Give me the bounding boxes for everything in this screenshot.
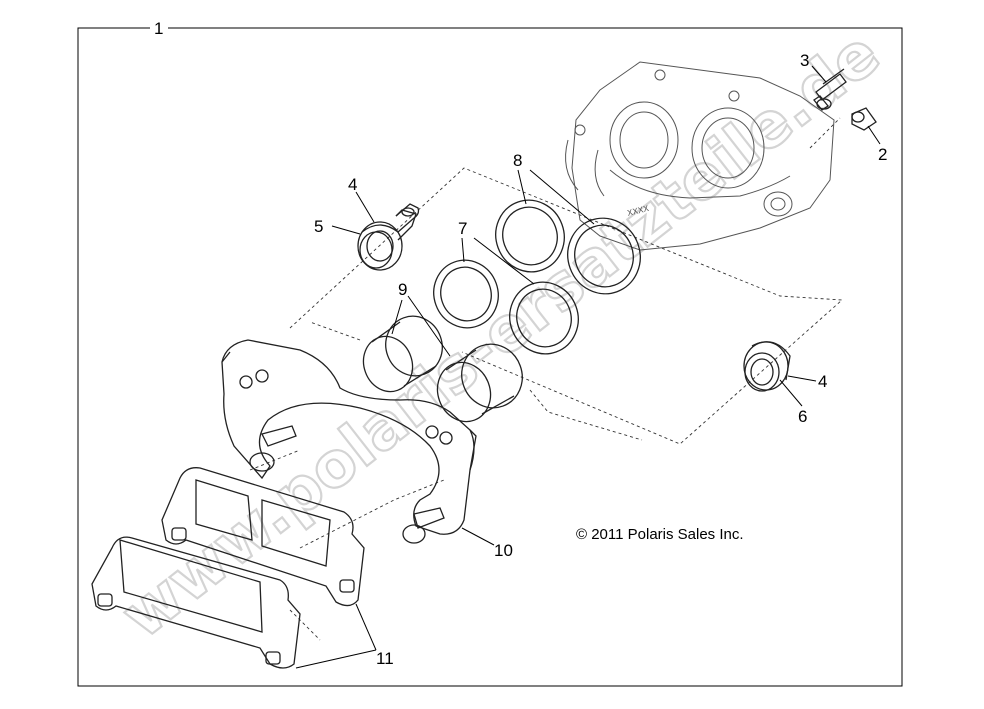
callout-6: 6: [798, 407, 807, 426]
callout-4-upper: 4: [348, 175, 357, 194]
callout-4-right: 4: [818, 372, 827, 391]
bleeder-valve: [813, 68, 847, 111]
assembly-frame: [77, 27, 903, 687]
callout-7: 7: [458, 219, 467, 238]
exploded-view-guides: [249, 117, 844, 641]
callout-10: 10: [494, 541, 513, 560]
dust-seals: [495, 199, 641, 295]
callout-11: 11: [376, 649, 394, 668]
mounting-bracket: [221, 339, 477, 544]
callout-5: 5: [314, 217, 323, 236]
callout-9: 9: [398, 280, 407, 299]
copyright-notice: © 2011 Polaris Sales Inc.: [576, 526, 744, 543]
callout-1: 1: [154, 19, 163, 38]
bushing-boot-right: [743, 341, 791, 392]
callout-3: 3: [800, 51, 809, 70]
brake-pads: [91, 467, 365, 669]
callout-2: 2: [878, 145, 887, 164]
leader-lines: [295, 65, 881, 669]
slide-pin-boot-upper: [357, 203, 420, 271]
callout-8: 8: [513, 151, 522, 170]
callouts: 1 3 2 4 5 8 7 9 4 6 10 11: [154, 19, 887, 668]
piston-seals: [433, 259, 579, 355]
pistons: [362, 315, 523, 423]
bleeder-cap: [851, 107, 877, 131]
